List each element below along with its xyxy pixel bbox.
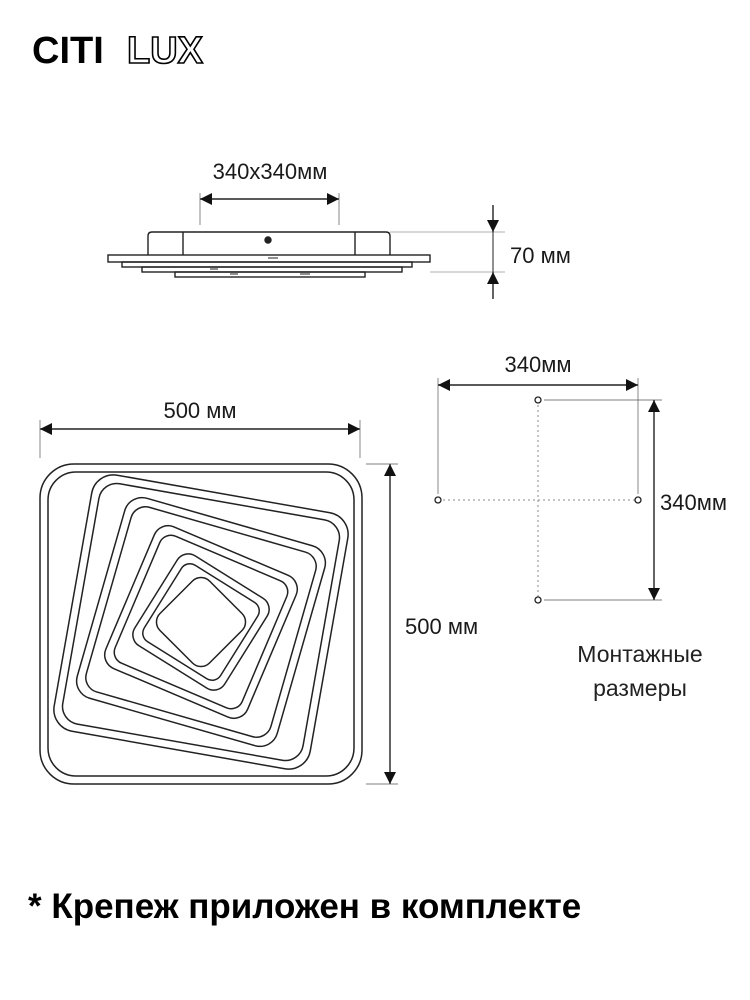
top-width-dimension: 500 мм xyxy=(39,398,361,458)
brand-logo-citi: CITI xyxy=(32,30,104,72)
mounting-hole xyxy=(534,396,542,404)
side-view xyxy=(107,231,505,278)
top-height-label: 500 мм xyxy=(405,614,478,639)
top-view xyxy=(39,463,363,785)
mounting-height-dimension: 340мм xyxy=(648,400,727,600)
side-width-label: 340x340мм xyxy=(213,159,328,184)
side-height-dimension: 70 мм xyxy=(487,205,571,299)
mounting-caption-line1: Монтажные xyxy=(577,641,703,667)
side-width-dimension: 340x340мм xyxy=(199,159,340,225)
footnote: * Крепеж приложен в комплекте xyxy=(28,887,582,926)
top-height-dimension: 500 мм xyxy=(366,463,478,785)
mounting-hole xyxy=(434,496,442,504)
mounting-hole xyxy=(634,496,642,504)
mounting-caption-line2: размеры xyxy=(593,675,687,701)
brand-logo: CITI LUX xyxy=(32,29,204,73)
mounting-width-label: 340мм xyxy=(505,352,572,377)
top-width-label: 500 мм xyxy=(163,398,236,423)
side-view-housing xyxy=(147,231,391,255)
side-height-label: 70 мм xyxy=(510,243,571,268)
mounting-height-label: 340мм xyxy=(660,490,727,515)
brand-logo-lux: LUX xyxy=(127,30,204,72)
mounting-diagram xyxy=(434,378,662,604)
mounting-width-dimension: 340мм xyxy=(438,352,638,391)
mounting-caption: Монтажные размеры xyxy=(540,637,740,705)
top-view-outer-frame xyxy=(39,463,363,785)
mounting-hole xyxy=(534,596,542,604)
